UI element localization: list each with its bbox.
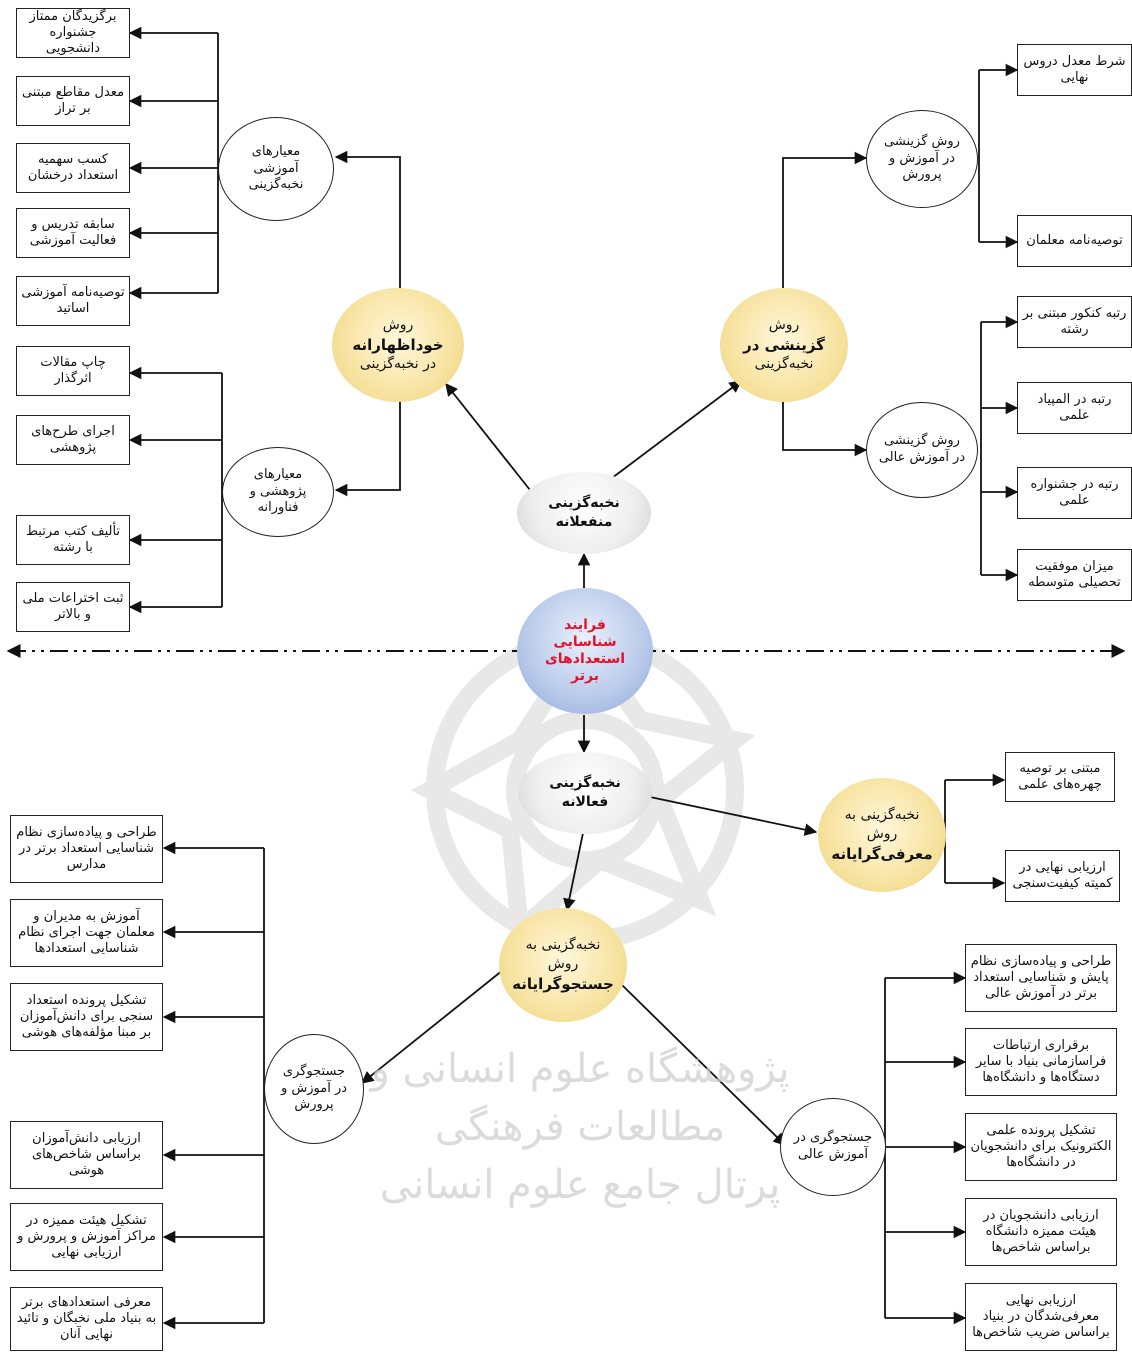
watermark-line1: پژوهشگاه علوم انسانی و مطالعات فرهنگی — [370, 1046, 790, 1150]
search-line3: جستجوگرایانه — [512, 974, 614, 993]
watermark-line2: پرتال جامع علوم انسانی — [379, 1162, 781, 1208]
school-selective-label: روش گزینشی در آموزش و پرورش — [884, 133, 960, 183]
school-search-label: جستجوگری در آموزش و پرورش — [280, 1063, 348, 1113]
self-declaration-line1: روش — [382, 316, 414, 333]
self-declaration-line2: خوداظهارانه — [352, 335, 444, 354]
school-selective-item-box: توصیه‌نامه معلمان — [1017, 215, 1132, 267]
passive-selection-node: نخبه‌گزینی منفعلانه — [517, 472, 651, 554]
higher-selective-item-label: رتبه در جشنواره علمی — [1030, 476, 1119, 508]
introduction-line3: معرفی‌گرایانه — [831, 844, 933, 863]
higher-search-item-box: تشکیل پرونده علمی الکترونیک برای دانشجوی… — [965, 1113, 1117, 1181]
higher-search-item-box: ارزیابی دانشجویان در هیئت ممیزه دانشگاه … — [965, 1198, 1117, 1266]
higher-selective-item-box: رتبه در جشنواره علمی — [1017, 467, 1132, 519]
school-selective-item-label: توصیه‌نامه معلمان — [1026, 232, 1123, 248]
self-declaration-method-node: روش خوداظهارانه در نخبه‌گزینی — [332, 288, 464, 402]
school-search-item-box: تشکیل هیئت ممیزه در مراکز آموزش و پرورش … — [10, 1203, 163, 1271]
school-selective-item-label: شرط معدل دروس نهایی — [1023, 53, 1126, 85]
higher-search-item-box: ارزیابی نهایی معرفی‌شدگان در بنیاد براسا… — [965, 1283, 1117, 1351]
school-search-item-box: آموزش به مدیران و معلمان جهت اجرای نظام … — [10, 899, 163, 967]
center-process-node: فرایند شناسایی استعدادهای برتر — [517, 588, 653, 714]
edu-item-box: معدل مقاطع مبتنی بر تراز — [16, 76, 130, 126]
higher-selective-item-box: رتبه در المپیاد علمی — [1017, 382, 1132, 434]
educational-criteria-label: معیارهای آموزشی نخبه‌گزینی — [248, 143, 304, 193]
school-selective-node: روش گزینشی در آموزش و پرورش — [866, 110, 978, 208]
school-search-item-box: ارزیابی دانش‌آموزان براساس شاخص‌های هوشی — [10, 1121, 163, 1189]
passive-selection-label: نخبه‌گزینی منفعلانه — [548, 495, 620, 530]
school-search-item-label: تشکیل هیئت ممیزه در مراکز آموزش و پرورش … — [17, 1212, 156, 1261]
research-item-box: تألیف کتب مرتبط با رشته — [16, 515, 130, 565]
introduction-item-label: ارزیابی نهایی در کمیته کیفیت‌سنجی — [1012, 859, 1113, 891]
educational-criteria-node: معیارهای آموزشی نخبه‌گزینی — [218, 117, 334, 221]
selective-method-node: روش گزینشی در نخبه‌گزینی — [720, 288, 848, 402]
higher-selective-item-box: رتبه کنکور مبتنی بر رشته — [1017, 296, 1132, 348]
research-item-label: ثبت اختراعات ملی و بالاتر — [22, 590, 124, 622]
research-item-label: اجرای طرح‌های پژوهشی — [31, 423, 115, 455]
research-criteria-label: معیارهای پژوهشی و فناورانه — [249, 466, 307, 516]
higher-selective-item-label: رتبه کنکور مبتنی بر رشته — [1022, 305, 1127, 337]
self-declaration-line3: در نخبه‌گزینی — [359, 356, 437, 373]
introduction-method-node: نخبه‌گزینی به روش معرفی‌گرایانه — [818, 778, 946, 892]
research-item-label: تألیف کتب مرتبط با رشته — [25, 523, 121, 555]
edu-item-label: معدل مقاطع مبتنی بر تراز — [21, 84, 125, 116]
edu-item-label: توصیه‌نامه آموزشی اساتید — [21, 284, 125, 316]
higher-search-item-label: تشکیل پرونده علمی الکترونیک برای دانشجوی… — [970, 1122, 1112, 1171]
edu-item-box: کسب سهمیه استعداد درخشان — [16, 143, 130, 193]
search-line2: روش — [547, 955, 579, 972]
active-selection-node: نخبه‌گزینی فعالانه — [518, 752, 652, 834]
research-item-box: اجرای طرح‌های پژوهشی — [16, 415, 130, 465]
school-search-item-label: معرفی استعدادهای برتر به بنیاد ملی نخبگا… — [16, 1294, 157, 1343]
introduction-item-box: ارزیابی نهایی در کمیته کیفیت‌سنجی — [1005, 850, 1120, 902]
research-item-box: ثبت اختراعات ملی و بالاتر — [16, 582, 130, 632]
introduction-item-label: مبتنی بر توصیه چهره‌های علمی — [1018, 760, 1102, 792]
edu-item-label: سابقه تدریس و فعالیت آموزشی — [29, 216, 117, 248]
selective-method-line2: گزینشی در — [743, 335, 825, 354]
school-search-item-label: طراحی و پیاده‌سازی نظام شناسایی استعداد … — [16, 824, 157, 873]
school-search-item-label: تشکیل پرونده استعداد سنجی برای دانش‌آموز… — [19, 992, 154, 1041]
introduction-line2: روش — [866, 825, 898, 842]
higher-search-label: جستجوگری در آموزش عالی — [793, 1130, 873, 1162]
higher-selective-item-box: میزان موفقیت تحصیلی متوسطه — [1017, 549, 1132, 601]
higher-selective-label: روش گزینشی در آموزش عالی — [878, 433, 966, 465]
research-item-box: چاپ مقالات اثرگذار — [16, 346, 130, 396]
school-selective-item-box: شرط معدل دروس نهایی — [1017, 44, 1132, 96]
search-method-node: نخبه‌گزینی به روش جستجوگرایانه — [499, 908, 627, 1022]
edu-item-label: کسب سهمیه استعداد درخشان — [27, 151, 119, 183]
center-process-label: فرایند شناسایی استعدادهای برتر — [544, 617, 626, 684]
higher-search-item-label: ارزیابی دانشجویان در هیئت ممیزه دانشگاه … — [983, 1207, 1099, 1256]
research-criteria-node: معیارهای پژوهشی و فناورانه — [222, 447, 334, 537]
introduction-item-box: مبتنی بر توصیه چهره‌های علمی — [1005, 752, 1115, 802]
school-search-item-box: طراحی و پیاده‌سازی نظام شناسایی استعداد … — [10, 815, 163, 883]
watermark-text: پژوهشگاه علوم انسانی و مطالعات فرهنگی پر… — [340, 1040, 820, 1214]
active-selection-label: نخبه‌گزینی فعالانه — [549, 775, 621, 810]
higher-selective-item-label: میزان موفقیت تحصیلی متوسطه — [1028, 558, 1121, 590]
research-item-label: چاپ مقالات اثرگذار — [40, 354, 106, 386]
selective-method-line3: نخبه‌گزینی — [754, 356, 814, 373]
higher-search-item-label: برقراری ارتباطات فراسازمانی بنیاد با سای… — [975, 1037, 1107, 1086]
edu-item-label: برگزیدگان ممتاز جشنواره دانشجویی — [29, 8, 117, 57]
higher-search-item-label: ارزیابی نهایی معرفی‌شدگان در بنیاد براسا… — [972, 1292, 1110, 1341]
selective-method-line1: روش — [768, 316, 800, 333]
search-line1: نخبه‌گزینی به — [525, 936, 601, 953]
school-search-node: جستجوگری در آموزش و پرورش — [264, 1034, 364, 1144]
higher-search-item-label: طراحی و پیاده‌سازی نظام پایش و شناسایی ا… — [970, 953, 1112, 1002]
edu-item-box: توصیه‌نامه آموزشی اساتید — [16, 276, 130, 326]
higher-search-item-box: طراحی و پیاده‌سازی نظام پایش و شناسایی ا… — [965, 944, 1117, 1012]
higher-search-item-box: برقراری ارتباطات فراسازمانی بنیاد با سای… — [965, 1028, 1117, 1096]
school-search-item-box: معرفی استعدادهای برتر به بنیاد ملی نخبگا… — [10, 1287, 163, 1351]
higher-search-node: جستجوگری در آموزش عالی — [780, 1098, 886, 1196]
higher-selective-item-label: رتبه در المپیاد علمی — [1037, 391, 1112, 423]
school-search-item-box: تشکیل پرونده استعداد سنجی برای دانش‌آموز… — [10, 983, 163, 1051]
edu-item-box: برگزیدگان ممتاز جشنواره دانشجویی — [16, 8, 130, 58]
school-search-item-label: آموزش به مدیران و معلمان جهت اجرای نظام … — [18, 908, 155, 957]
introduction-line1: نخبه‌گزینی به — [844, 806, 920, 823]
edu-item-box: سابقه تدریس و فعالیت آموزشی — [16, 208, 130, 258]
school-search-item-label: ارزیابی دانش‌آموزان براساس شاخص‌های هوشی — [31, 1130, 142, 1179]
higher-selective-node: روش گزینشی در آموزش عالی — [866, 402, 978, 498]
